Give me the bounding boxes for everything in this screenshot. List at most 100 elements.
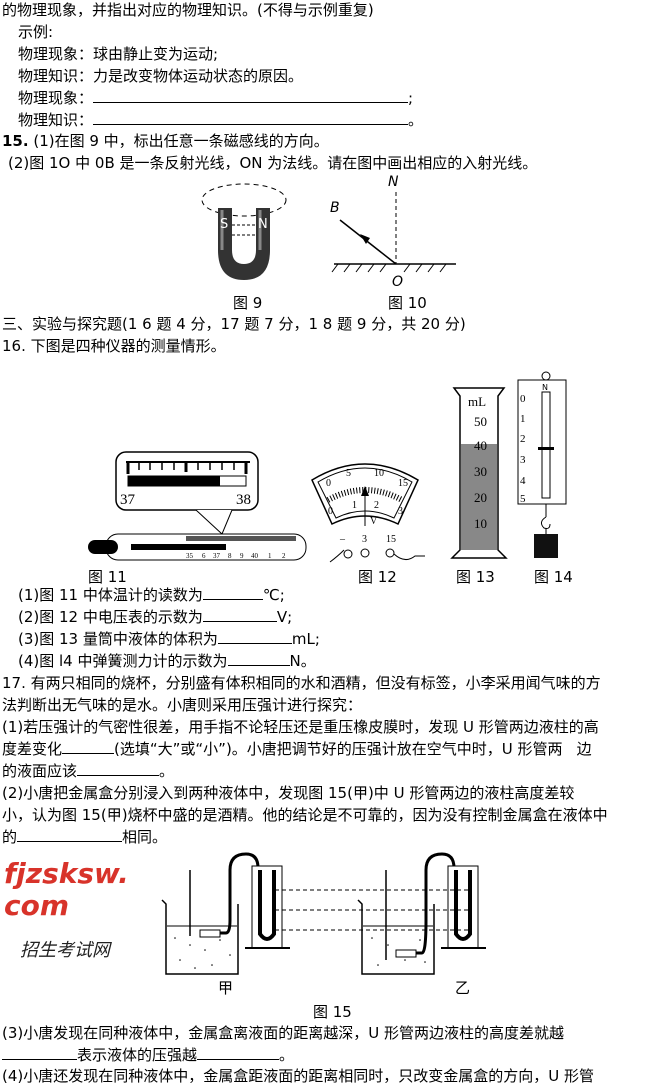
a2-unit: V; [276,608,293,626]
fig12-caption: 图 12 [358,568,397,586]
fig15-label-yi: 乙 [455,979,471,997]
q17-line-9: (3)小唐发现在同种液体中，金属盒离液面的距离越深，U 形管两边液柱的高度差就越 [2,1024,564,1042]
scale-41: 1 [268,552,272,560]
fig15-pressure-gauges [161,852,486,975]
l10-text: 表示液体的压强越 [77,1046,198,1064]
q17-line-4: 度差变化 (选填“大”或“小”)。小唐把调节好的压强计放在空气中时，U 形管两边 [2,739,592,759]
l5-text: 的液面应该 [2,762,78,780]
phenomenon-label: 物理现象： [18,89,94,107]
l5-end: 。 [159,762,175,780]
l8-end: 相同。 [122,828,168,846]
fig10-caption: 图 10 [388,294,427,312]
q17-blank-1[interactable] [62,739,115,754]
bottom-scale-1: 1 [352,500,357,511]
cylinder-10: 10 [474,516,487,531]
q17-line-8: 的 相同。 [2,827,167,847]
q15-number: 15. [2,132,29,150]
fig13-graduated-cylinder: mL 50 40 30 20 10 [450,387,508,559]
q17-blank-2[interactable] [77,761,160,776]
normal-label: N [388,174,399,190]
q17-line-7: 小，认为图 15(甲)烧杯中盛的是酒精。他的结论是不可靠的，因为没有控制金属盒在… [2,806,608,824]
terminal-negative: – [339,534,346,545]
bottom-scale-0: 0 [328,506,333,517]
terminal-15: 15 [386,534,396,545]
knowledge-blank[interactable] [93,110,409,125]
cylinder-40: 40 [474,438,487,453]
top-scale-5: 5 [346,468,351,479]
scale-40: 40 [251,552,259,560]
a1-unit: ℃; [262,586,285,604]
watermark-site: fjzsksw.com [4,857,129,922]
fig13-caption: 图 13 [456,568,495,586]
spring-1: 1 [520,413,526,425]
a2-blank[interactable] [202,607,277,622]
q16-answer-1: (1)图 11 中体温计的读数为 ℃; [18,585,285,605]
l4-text-c: 边 [576,740,592,758]
fig14-spring-scale: N 0 1 2 3 4 5 [517,371,567,558]
a3-blank[interactable] [217,629,292,644]
south-pole-label: S [220,217,228,232]
q15-part1: 15. (1)在图 9 中，标出任意一条磁感线的方向。 [2,131,329,151]
top-scale-15: 15 [398,478,408,489]
a4-text: (4)图 l4 中弹簧测力计的示数为 [18,652,228,670]
top-scale-0: 0 [326,478,331,489]
terminal-3: 3 [362,534,367,545]
spring-2: 2 [520,433,526,445]
q14-example-knowledge: 物理知识：力是改变物体运动状态的原因。 [18,67,304,85]
scale-38: 8 [228,552,232,560]
q17-line-6: (2)小唐把金属盒分别浸入到两种液体中，发现图 15(甲)中 U 形管两边的液柱… [2,784,575,802]
q17-blank-4[interactable] [2,1045,77,1060]
bottom-scale-3: 3 [398,506,403,517]
voltmeter-unit: V [370,516,378,527]
fig9-u-magnet: S N [201,183,287,280]
fig15-caption: 图 15 [313,1003,352,1021]
fig11-caption: 图 11 [88,568,127,586]
fig14-caption: 图 14 [534,568,573,586]
scale-42: 2 [282,552,286,560]
watermark-name: 招生考试网 [20,940,110,961]
q17-line-3: (1)若压强计的气密性很差，用手指不论轻压还是重压橡皮膜时，发现 U 形管两边液… [2,718,599,736]
a3-unit: mL; [291,630,320,648]
a4-unit: N。 [289,652,316,670]
watermark-logo: fjzsksw.com [4,858,144,922]
a1-text: (1)图 11 中体温计的读数为 [18,586,203,604]
cylinder-50: 50 [474,414,487,429]
q14-intro: 的物理现象，并指出对应的物理知识。(不得与示例重复) [2,1,374,19]
scale-37: 37 [213,552,221,560]
knowledge-end: 。 [408,111,424,129]
fig9-caption: 图 9 [233,294,263,312]
spring-4: 4 [520,475,526,487]
fig15-label-jia: 甲 [218,979,234,997]
scale-36: 6 [202,552,206,560]
q17-blank-3[interactable] [17,827,123,842]
a3-text: (3)图 13 量筒中液体的体积为 [18,630,218,648]
top-scale-10: 10 [374,468,384,479]
l4-text-a: 度差变化 [2,740,63,758]
q17-line-10: 表示液体的压强越。 [2,1045,294,1065]
cylinder-30: 30 [474,464,487,479]
cylinder-20: 20 [474,490,487,505]
a1-blank[interactable] [202,585,263,600]
l8-text: 的 [2,828,18,846]
q17-blank-5[interactable] [197,1045,280,1060]
spring-5: 5 [520,493,526,505]
q14-example-phenomenon: 物理现象：球由静止变为运动; [18,45,219,63]
q17-line-11: (4)小唐还发现在同种液体中，金属盒距液面的距离相同时，只改变金属盒的方向，U … [2,1067,594,1085]
a4-blank[interactable] [227,651,290,666]
l4-text-b: (选填“大”或“小”)。小唐把调节好的压强计放在空气中时，U 形管两 [114,740,563,758]
q15-part2: (2)图 1O 中 0B 是一条反射光线，ON 为法线。请在图中画出相应的入射光… [8,154,538,172]
zoom-label-37: 37 [120,492,136,508]
spring-unit: N [542,383,548,392]
spring-0: 0 [520,393,526,405]
phenomenon-blank[interactable] [93,88,409,103]
fig12-voltmeter: 0 5 10 15 0 1 2 3 V – 3 15 [311,463,425,563]
gauge-jia [161,852,290,975]
spring-3: 3 [520,454,526,466]
zoom-label-38: 38 [236,492,251,508]
scale-39: 9 [240,552,244,560]
cylinder-unit: mL [468,394,486,409]
q17-line-1: 17. 有两只相同的烧杯，分别盛有体积相同的水和酒精，但没有标签，小李采用闻气味… [2,674,601,692]
phenomenon-end: ; [408,89,414,107]
